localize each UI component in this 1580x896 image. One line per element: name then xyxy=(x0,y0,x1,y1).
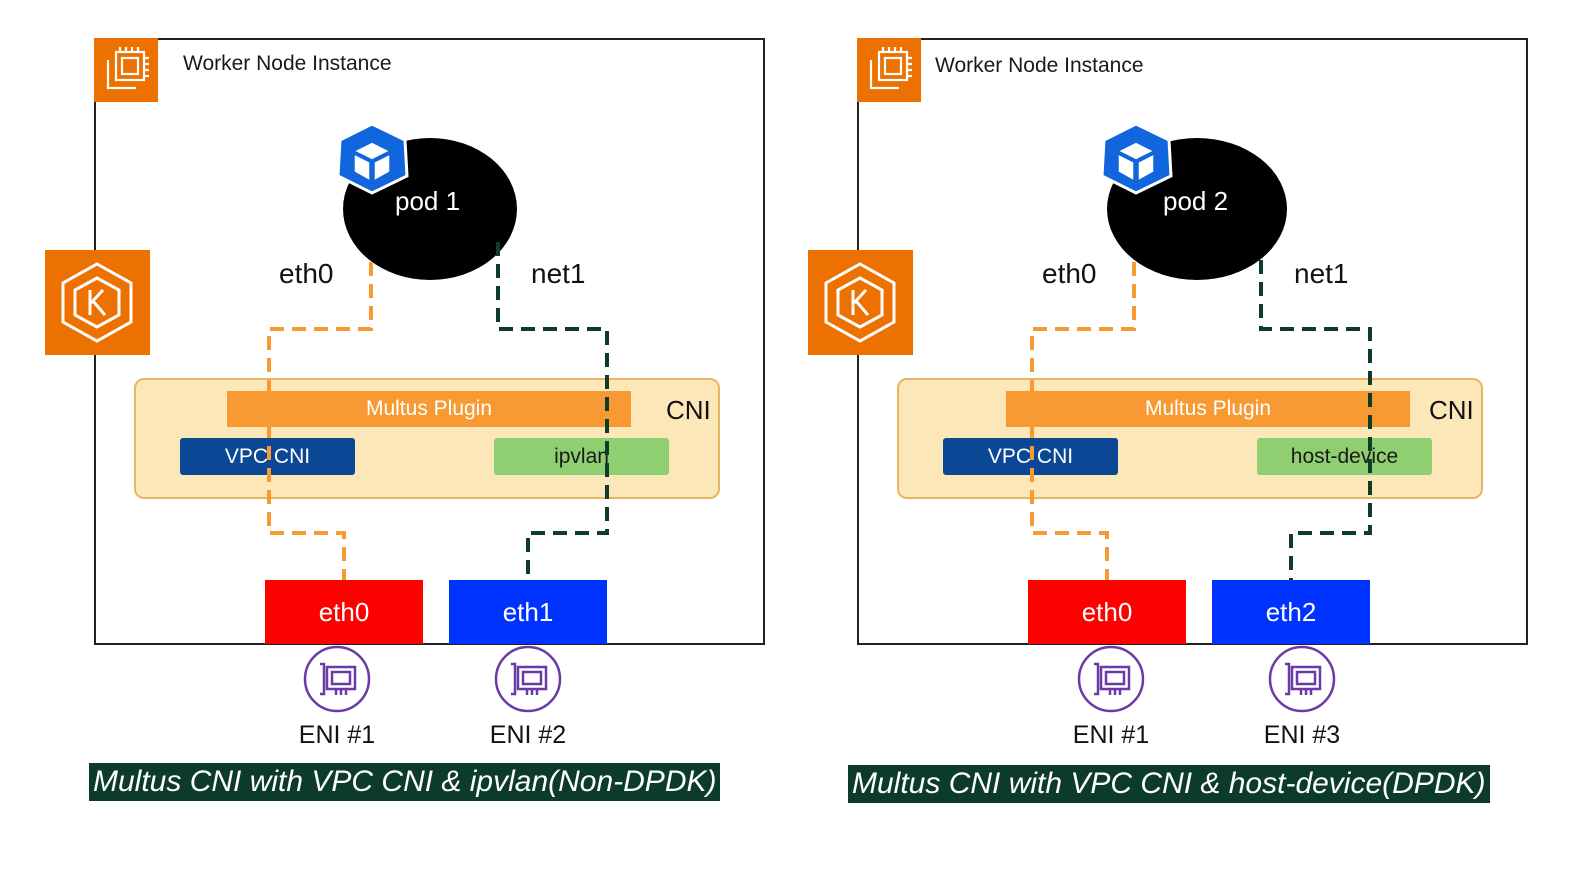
net1-path xyxy=(496,242,609,580)
multus-plugin: Multus Plugin xyxy=(227,391,631,427)
pod-interface-eth0-label: eth0 xyxy=(1042,258,1097,289)
eni-right-label: ENI #3 xyxy=(1263,721,1341,749)
connection-lines xyxy=(1030,122,1372,713)
connection-lines xyxy=(267,122,609,713)
ec2-instance-icon xyxy=(857,38,921,102)
kubernetes-eks-icon xyxy=(45,250,150,355)
ec2-instance-icon xyxy=(94,38,158,102)
diagram-caption: Multus CNI with VPC CNI & ipvlan(Non-DPD… xyxy=(89,763,721,801)
kubernetes-pod-icon xyxy=(1100,122,1173,195)
network-interface-icon xyxy=(1077,645,1145,713)
pod-label: pod 1 xyxy=(395,186,461,216)
eth0-path xyxy=(1030,262,1136,580)
net1-path xyxy=(1259,260,1372,580)
diagram-caption: Multus CNI with VPC CNI & host-device(DP… xyxy=(848,765,1490,803)
kubernetes-pod-icon xyxy=(336,122,409,195)
eth0-path xyxy=(267,262,373,580)
ipvlan-plugin: ipvlan xyxy=(494,438,669,475)
cni-label: CNI xyxy=(666,395,711,425)
eth-left-box: eth0 xyxy=(1028,580,1186,644)
network-interface-icon xyxy=(494,645,562,713)
kubernetes-eks-icon xyxy=(808,250,913,355)
eth-left-box: eth0 xyxy=(265,580,423,644)
eni-left-label: ENI #1 xyxy=(1072,721,1150,749)
network-interface-icon xyxy=(1268,645,1336,713)
pod-interface-eth0-label: eth0 xyxy=(279,258,334,289)
eni-left-label: ENI #1 xyxy=(298,721,376,749)
node-title: Worker Node Instance xyxy=(183,52,392,75)
eth-right-box: eth2 xyxy=(1212,580,1370,644)
pod-interface-net1-label: net1 xyxy=(531,258,586,289)
cni-label: CNI xyxy=(1429,395,1474,425)
eni-right-label: ENI #2 xyxy=(489,721,567,749)
pod-interface-net1-label: net1 xyxy=(1294,258,1349,289)
multus-plugin: Multus Plugin xyxy=(1006,391,1410,427)
diagram-panel-left: Worker Node Instance Multus Plugin CNI V… xyxy=(45,38,765,801)
diagram-panel-right: Worker Node Instance Multus Plugin CNI V… xyxy=(763,0,1553,896)
network-interface-icon xyxy=(303,645,371,713)
eth-right-box: eth1 xyxy=(449,580,607,644)
node-title: Worker Node Instance xyxy=(935,54,1144,77)
pod-label: pod 2 xyxy=(1163,186,1229,216)
